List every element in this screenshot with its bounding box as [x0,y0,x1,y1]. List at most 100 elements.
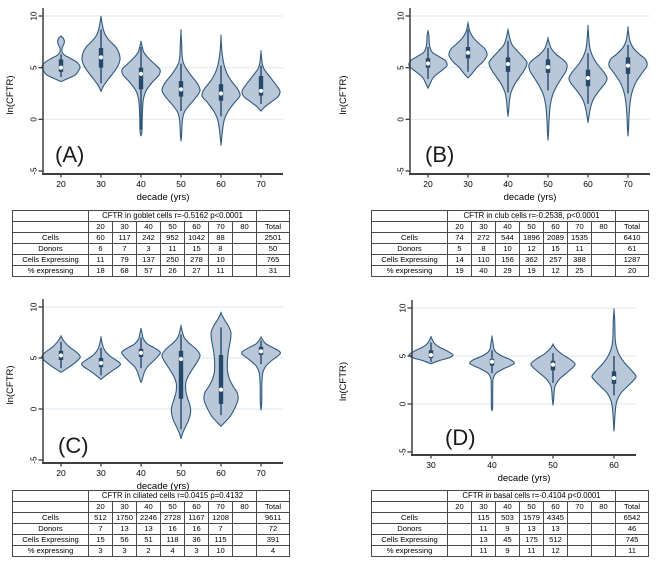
table-cell: 278 [184,254,209,266]
table-col-header: 60 [184,221,209,233]
table-title: CFTR in club cells r=-0.2538, p<0.0001 [446,210,617,222]
table-cell: 19 [519,265,544,277]
panel-letter: (A) [55,142,84,167]
table-cell: 11 [208,265,233,277]
x-axis-title: decade (yrs) [137,192,190,203]
violin-median-dot [489,359,495,364]
table-cell [567,523,592,535]
y-tick-label: 0 [399,401,408,406]
table-cell [590,254,617,266]
x-tick-label: 70 [256,179,266,189]
violin-median-dot [218,387,224,392]
violin-decade-20 [408,29,448,89]
violin-median-dot [428,352,434,358]
table-col-header: 70 [208,501,233,513]
x-tick-label: 40 [487,460,497,470]
table-cell: 7 [88,523,113,535]
y-axis-title: ln(CFTR) [338,75,349,114]
table-cell: 13 [543,523,568,535]
x-tick-label: 60 [216,468,226,478]
y-tick-label: 10 [397,11,406,20]
table-col-header: 20 [447,501,472,513]
table-col-header: 20 [88,221,113,233]
x-tick-label: 50 [548,460,558,470]
violin-median-dot [138,71,144,76]
stats-table-C: CFTR in ciliated cells r=0.0415 p=0.4132… [12,490,291,557]
x-tick-label: 20 [56,468,66,478]
violin-decade-50 [528,37,568,141]
table-cell: 4345 [543,512,568,524]
table-cell: 45 [495,534,520,546]
table-corner-cell [371,490,448,502]
table-cell: 12 [543,265,568,277]
table-cell: 10 [208,254,233,266]
table-cell: 2728 [160,512,185,524]
violin-median-dot [98,361,104,366]
violin-median-dot [550,362,556,367]
table-cell: 362 [519,254,544,266]
violin-median-dot [178,87,184,92]
table-cell: 7 [112,243,137,255]
table-col-header: 30 [112,501,137,513]
table-cell: 137 [136,254,161,266]
table-cell: 79 [112,254,137,266]
table-col-header: 80 [231,501,258,513]
table-cell [567,512,592,524]
y-tick-label: 0 [397,117,406,122]
table-cell: 1167 [184,512,209,524]
table-cell: 242 [136,232,161,244]
table-cell [231,534,258,546]
table-cell: 50 [256,243,291,255]
table-cell: 18 [88,265,113,277]
x-tick-label: 20 [423,179,433,189]
table-cell: 9611 [256,512,291,524]
table-title-spacer [615,210,650,222]
violin-decade-60 [568,24,608,123]
table-col-header: 40 [136,221,161,233]
table-col-header: 50 [519,501,544,513]
table-col-header: 60 [543,221,568,233]
table-cell: 13 [136,523,161,535]
table-cell [231,523,258,535]
table-col-header: 60 [184,501,209,513]
table-cell [590,545,617,557]
table-title: CFTR in ciliated cells r=0.0415 p=0.4132 [87,490,258,502]
violin-median-dot [98,55,104,60]
y-tick-label: -5 [397,167,406,175]
table-cell: 16 [184,523,209,535]
violin-decade-30 [81,15,121,92]
violin-decade-50 [161,28,201,142]
table-cell: 16 [160,523,185,535]
violin-decade-50 [530,343,576,406]
table-cell: 15 [88,534,113,546]
table-cell: 14 [447,254,472,266]
table-cell: 115 [471,512,496,524]
violin-median-dot [611,375,617,381]
table-row-label: Cells Expressing [12,534,89,546]
table-col-header: 50 [160,221,185,233]
table-cell: 9 [495,545,520,557]
table-cell: 1287 [615,254,650,266]
x-tick-label: 60 [609,460,619,470]
table-col-header: 70 [567,221,592,233]
table-col-header: Total [256,501,291,513]
table-cell [590,512,617,524]
table-cell [590,534,617,546]
y-tick-label: -5 [30,456,39,464]
table-row-label: % expressing [12,265,89,277]
table-col-header: Total [615,221,650,233]
table-cell: 2501 [256,232,291,244]
y-tick-label: 10 [30,302,39,311]
table-cell: 11 [160,243,185,255]
x-tick-label: 30 [463,179,473,189]
table-cell: 19 [447,265,472,277]
x-axis-title: decade (yrs) [137,481,190,492]
table-cell: 15 [184,243,209,255]
x-tick-label: 40 [136,468,146,478]
